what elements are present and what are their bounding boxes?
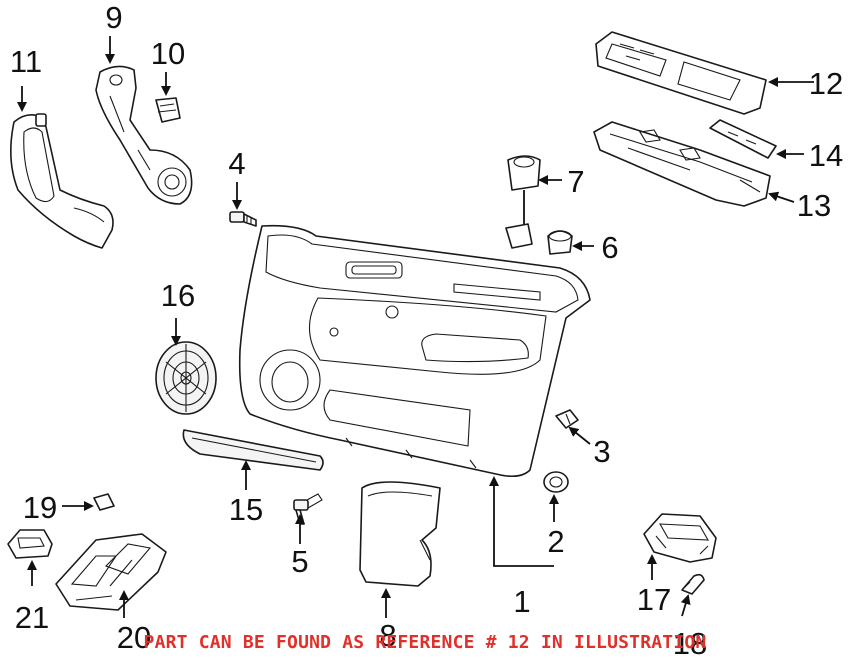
callout-9: 9 [105,0,122,35]
callout-8: 8 [379,618,396,653]
part-reference-notice: PART CAN BE FOUND AS REFERENCE # 12 IN I… [143,632,707,653]
callout-6: 6 [601,230,618,265]
callout-10: 10 [151,36,185,71]
lock-knob-part [505,155,541,249]
clip-part [155,97,181,123]
single-switch-part [7,529,53,559]
handle-bracket-part [95,65,193,205]
leader-18 [680,594,691,617]
switch-plate-part [709,119,777,159]
callout-19: 19 [23,490,57,525]
callout-18: 18 [673,626,707,660]
leader-13 [768,191,795,203]
callout-12: 12 [809,66,843,101]
leader-3 [568,426,591,445]
screw-part-5 [293,493,323,525]
screw-part-4 [229,211,257,227]
callout-14: 14 [809,138,843,173]
leader-lines [17,36,814,618]
callout-21: 21 [15,600,49,635]
master-switch-part [55,533,167,611]
callout-16: 16 [161,278,195,313]
callout-4: 4 [228,146,245,181]
bulb-part [681,573,705,595]
callout-labels: 1 2 3 4 5 6 7 8 9 10 11 12 13 14 15 16 1… [10,0,843,660]
switch-bezel-part [595,31,767,115]
pocket-cover-part [359,481,441,587]
callout-15: 15 [229,492,263,527]
button-part [93,493,115,511]
switch-housing-part [593,121,771,207]
callout-20: 20 [117,620,151,655]
door-trim-panel-part [238,224,591,478]
trim-clip-part-3 [555,409,579,429]
callout-13: 13 [797,188,831,223]
pull-handle-part [10,113,114,249]
speaker-part [155,341,217,415]
cap-part [547,230,573,255]
grommet-part [543,471,569,493]
handle-switch-part [643,513,717,563]
leader-1 [489,476,554,567]
callout-17: 17 [637,582,671,617]
callout-2: 2 [547,524,564,559]
callout-7: 7 [567,164,584,199]
callout-3: 3 [593,434,610,469]
callout-1: 1 [513,584,530,619]
callout-11: 11 [10,44,42,79]
callout-5: 5 [291,544,308,579]
seal-strip-part [182,429,324,471]
